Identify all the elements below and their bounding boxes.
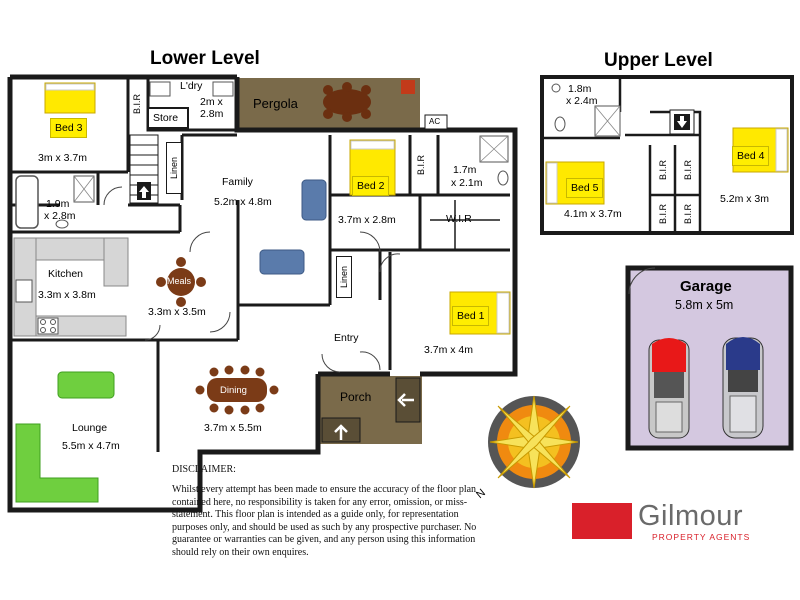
- disclaimer-line: should rely on their own enquires.: [172, 546, 309, 558]
- bed4-tag: Bed 4: [732, 146, 770, 166]
- kitchen-label: Kitchen: [48, 268, 84, 280]
- disclaimer-body: Whilst every attempt has been made to en…: [172, 484, 502, 559]
- ac-unit: [424, 114, 448, 130]
- door-swings: [103, 186, 401, 373]
- upper-toilet: [554, 116, 566, 132]
- disclaimer-line: Whilst every attempt has been made to en…: [172, 484, 477, 495]
- porch-steps-front: [321, 417, 361, 443]
- laundry-size-2: 2.8m: [200, 108, 224, 120]
- meals-table: [156, 257, 206, 307]
- compass-rose: [488, 395, 580, 489]
- washing-machine: [212, 81, 234, 97]
- bed2-tag: Bed 2: [352, 176, 390, 196]
- bath-size-1: 1.9m: [46, 198, 70, 210]
- family-sofas: [259, 179, 327, 275]
- bed4-size: 5.2m x 3m: [720, 193, 770, 205]
- bed3-tag: Bed 3: [50, 118, 88, 138]
- upper-basin: [551, 83, 561, 93]
- bir-upper-4: B.I.R: [683, 204, 693, 225]
- laundry-size-1: 2m x: [200, 96, 223, 108]
- bir-bed2: B.I.R: [416, 155, 426, 176]
- dining-size: 3.7m x 5.5m: [204, 422, 262, 434]
- bed3-size: 3m x 3.7m: [38, 152, 88, 164]
- stair-up-arrow: [139, 186, 149, 198]
- bathtub: [15, 175, 39, 229]
- disclaimer-line: statement. This floor plan is intended a…: [172, 509, 459, 520]
- disclaimer-heading: DISCLAIMER:: [172, 464, 236, 475]
- plant-pot: [401, 80, 415, 94]
- family-size: 5.2m x 4.8m: [214, 196, 272, 208]
- cooktop: [37, 317, 59, 335]
- garage-size: 5.8m x 5m: [675, 298, 734, 312]
- lounge-label: Lounge: [72, 422, 108, 434]
- porch-label: Porch: [340, 390, 372, 404]
- kitchen-benches: [13, 237, 129, 337]
- ac-label: AC: [429, 117, 441, 126]
- linen-family: Linen: [166, 142, 182, 194]
- bed1-size: 3.7m x 4m: [424, 344, 474, 356]
- laundry-label: L'dry: [180, 80, 203, 92]
- disclaimer-line: purposes only, and should be used as suc…: [172, 521, 477, 533]
- upper-bath-size-1: 1.8m: [568, 83, 592, 95]
- bed2-size: 3.7m x 2.8m: [338, 214, 396, 226]
- entry-label: Entry: [334, 332, 359, 344]
- upper-level-title: Upper Level: [604, 50, 713, 71]
- lounge-size: 5.5m x 4.7m: [62, 440, 120, 452]
- pergola-label: Pergola: [253, 96, 298, 111]
- bir-upper-3: B.I.R: [658, 204, 668, 225]
- bir-upper-2: B.I.R: [683, 160, 693, 181]
- lower-level-title: Lower Level: [150, 48, 260, 69]
- basin-lower: [55, 219, 69, 229]
- bed5-tag: Bed 5: [566, 178, 604, 198]
- red-car: [648, 338, 690, 439]
- bed1-tag: Bed 1: [452, 306, 490, 326]
- upper-walls: [540, 75, 794, 235]
- wir-label: W.I.R: [446, 213, 472, 225]
- bath-size-2: x 2.8m: [44, 210, 76, 222]
- linen-hall: Linen: [336, 256, 352, 298]
- kitchen-size: 3.3m x 3.8m: [38, 289, 96, 301]
- disclaimer-line: guarantee or warranties can be given, an…: [172, 534, 476, 545]
- dining-label: Dining: [220, 385, 247, 396]
- meals-label: Meals: [167, 276, 192, 286]
- bir-upper-1: B.I.R: [658, 160, 668, 181]
- bed3-furniture: [44, 82, 96, 114]
- disclaimer-line: contained here, no responsibility is tak…: [172, 496, 468, 508]
- sink: [15, 279, 33, 303]
- lounge-sofas: [15, 371, 115, 503]
- store-room: [147, 107, 189, 129]
- lower-interior-walls: [10, 77, 510, 452]
- toilet-ensuite: [497, 170, 509, 186]
- outdoor-table: [323, 82, 371, 122]
- family-label: Family: [222, 176, 253, 188]
- meals-size: 3.3m x 3.5m: [148, 306, 206, 318]
- laundry-tub: [149, 81, 171, 97]
- lower-walls: [7, 74, 518, 513]
- ensuite-size-2: x 2.1m: [451, 177, 483, 189]
- gilmour-logo-mark: [572, 503, 632, 539]
- dining-table: [195, 365, 279, 415]
- store-label: Store: [153, 112, 179, 124]
- bed5-size: 4.1m x 3.7m: [564, 208, 622, 220]
- brand-tagline: PROPERTY AGENTS: [652, 532, 751, 542]
- upper-bath-size-2: x 2.4m: [566, 95, 598, 107]
- garage-label: Garage: [680, 278, 732, 295]
- brand-name: Gilmour: [638, 500, 744, 532]
- blue-car: [722, 337, 764, 439]
- bir-bed3: B.I.R: [132, 94, 142, 115]
- ensuite-size-1: 1.7m: [453, 164, 477, 176]
